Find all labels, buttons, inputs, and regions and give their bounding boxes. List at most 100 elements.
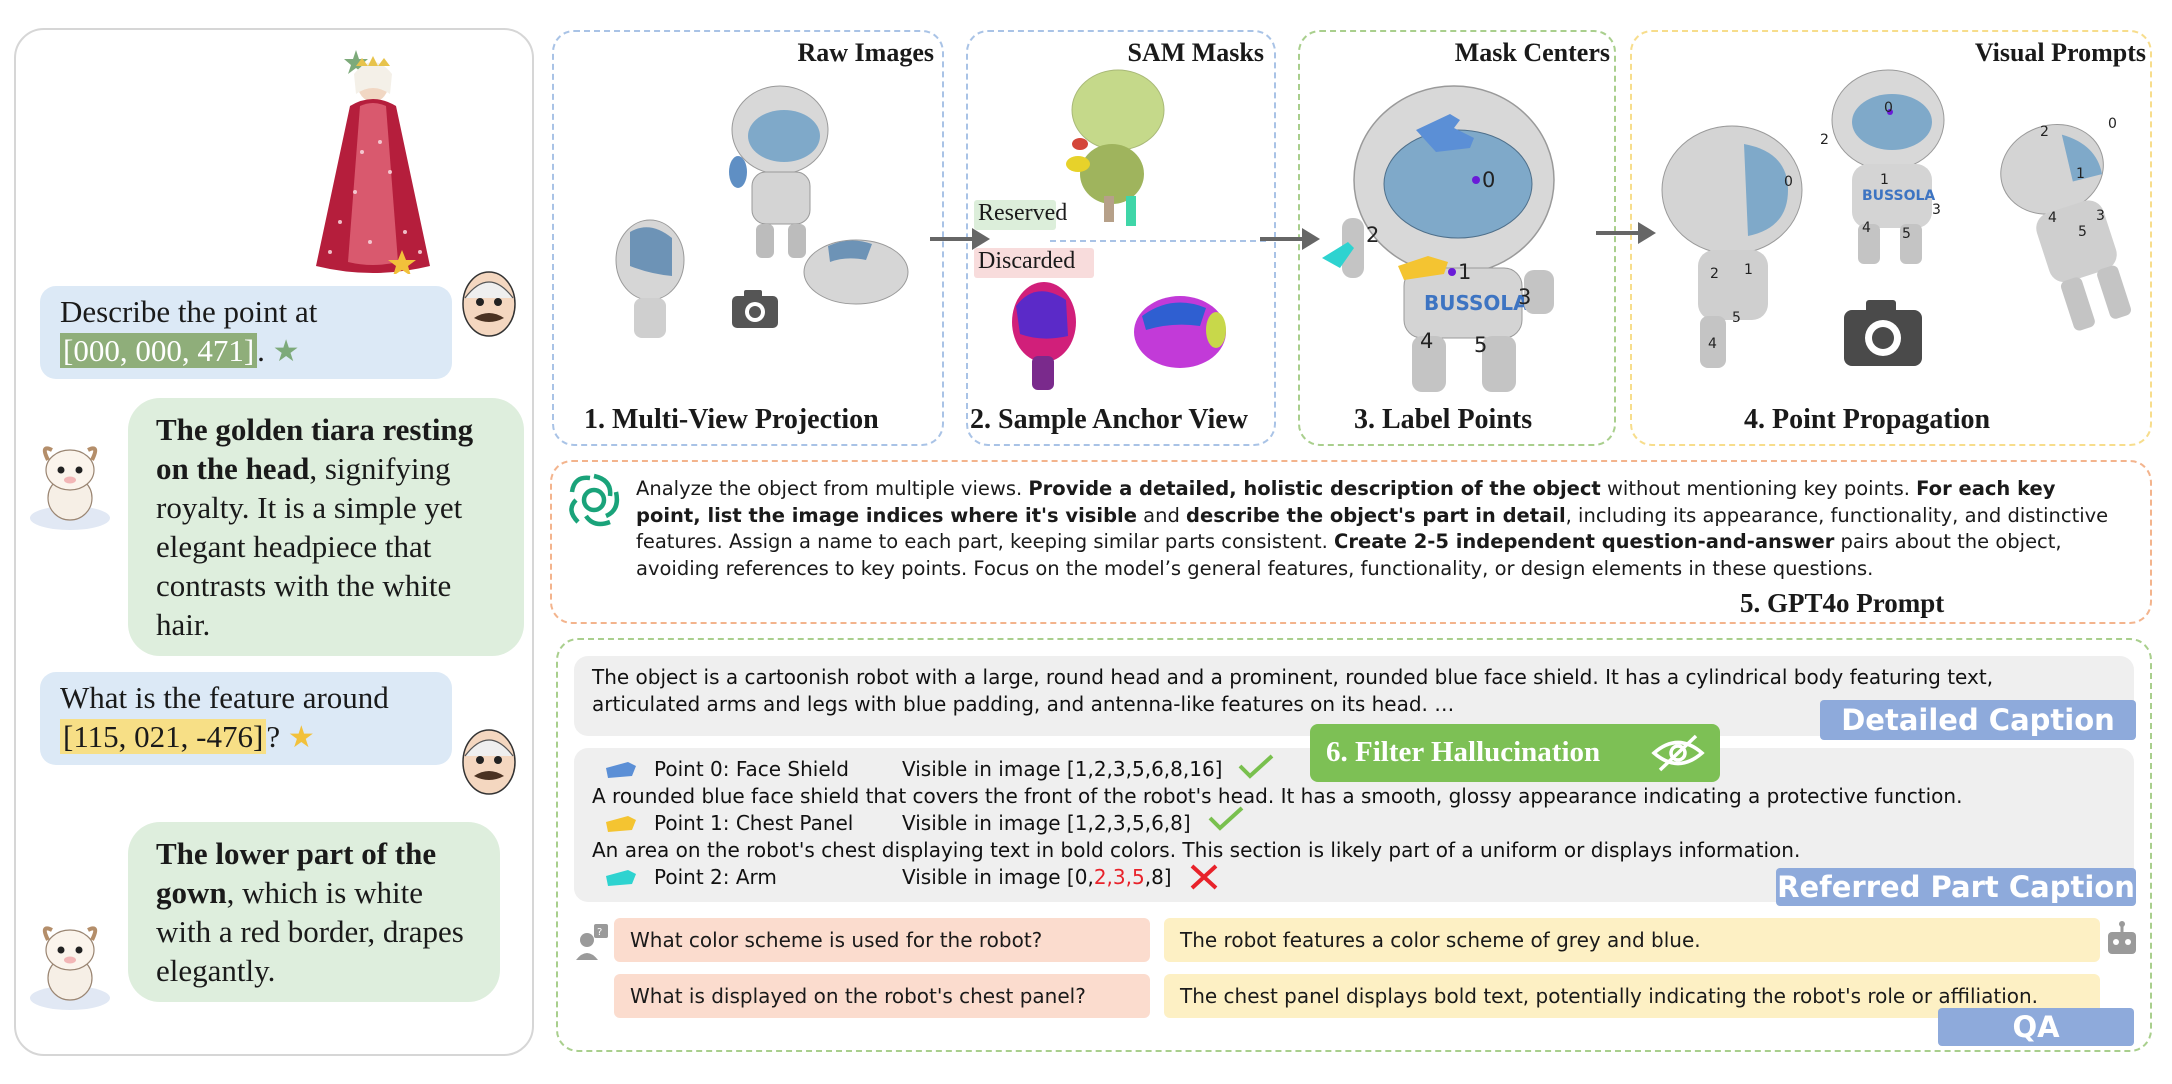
stage-label: 2. Sample Anchor View [970, 404, 1248, 435]
yellow-pointer-hand-icon [1398, 256, 1448, 280]
filter-hallucination-label: 6. Filter Hallucination [1326, 736, 1601, 768]
reserved-tag [974, 200, 1056, 230]
gold-star-icon [388, 250, 416, 274]
question-user-icon: ? [576, 924, 608, 960]
cyan-pointer-hand-icon [606, 870, 636, 886]
camera-icon [732, 290, 778, 328]
goat-avatar-icon [30, 446, 110, 530]
question-text: Describe the point at [60, 294, 318, 329]
qa-tag: QA [1938, 1008, 2134, 1046]
svg-text:4: 4 [2048, 210, 2057, 226]
svg-text:1: 1 [1880, 172, 1889, 188]
part-name: Point 2: Arm [654, 865, 777, 889]
stage-label: 5. GPT4o Prompt [1740, 588, 1945, 618]
svg-text:0: 0 [1482, 168, 1495, 192]
output-box [556, 638, 2152, 1052]
part-description: A rounded blue face shield that covers t… [592, 784, 1963, 808]
svg-text:4: 4 [1862, 220, 1871, 236]
gold-star-icon: ★ [287, 721, 315, 754]
camera-icon [1844, 300, 1922, 366]
arrow-right-icon [930, 228, 990, 250]
stage-label: 4. Point Propagation [1744, 404, 1991, 435]
part-visibility: Visible in image [1,2,3,5,6,8,16] [902, 757, 1223, 781]
svg-text:1: 1 [2076, 166, 2085, 182]
detailed-caption-tag: Detailed Caption [1820, 700, 2136, 740]
propagated-points-image: 0 2 1 4 5 BUSSOLA 0 2 1 3 4 5 0 2 1 3 4 … [1661, 69, 2131, 368]
svg-text:5: 5 [1902, 226, 1911, 242]
svg-text:2: 2 [2040, 124, 2049, 140]
svg-text:4: 4 [1708, 336, 1717, 352]
stage-title: Raw Images [797, 38, 935, 67]
part-visibility: Visible in image [1,2,3,5,6,8] [902, 811, 1191, 835]
svg-text:BUSSOLA: BUSSOLA [1862, 188, 1935, 204]
chat-panel [14, 28, 534, 1056]
svg-text:2: 2 [1710, 266, 1719, 282]
qa-answer: The robot features a color scheme of gre… [1164, 918, 2100, 962]
question-bubble-2: What is the feature around [115, 021, -4… [40, 672, 452, 765]
part-caption-tag: Referred Part Caption [1776, 868, 2136, 906]
svg-text:5: 5 [1474, 333, 1487, 357]
green-star-icon: ★ [272, 335, 300, 368]
check-icon [1238, 754, 1274, 779]
answer-bubble-1: The golden tiara resting on the head, si… [128, 398, 524, 656]
svg-text:4: 4 [1420, 329, 1433, 353]
user-avatar-icon [462, 729, 516, 795]
part-visibility: Visible in image [0,2,3,5,8] [902, 865, 1172, 889]
point-coordinate: [115, 021, -476] [60, 719, 267, 754]
gpt4o-prompt-text: Analyze the object from multiple views. … [636, 477, 2109, 580]
stage-label: 3. Label Points [1354, 404, 1533, 435]
gpt4o-prompt-box [550, 460, 2152, 624]
check-icon [1208, 806, 1244, 831]
user-avatar-icon [462, 271, 516, 337]
answer-bubble-2: The lower part of the gown, which is whi… [128, 822, 500, 1002]
part-name: Point 1: Chest Panel [654, 811, 854, 835]
stage-title: Visual Prompts [1974, 38, 2146, 67]
labeled-points-image: BUSSOLA 0 1 2 3 4 5 [1322, 85, 1555, 392]
eye-slash-icon [1651, 734, 1705, 772]
svg-text:0: 0 [2108, 116, 2117, 132]
discarded-label: Discarded [978, 248, 1076, 274]
stage-title: Mask Centers [1454, 38, 1610, 67]
svg-text:5: 5 [2078, 224, 2087, 240]
svg-text:3: 3 [1932, 202, 1941, 218]
part-description: An area on the robot's chest displaying … [592, 838, 1801, 862]
discarded-tag [974, 248, 1094, 278]
cross-icon [1190, 864, 1218, 890]
stage-title: SAM Masks [1127, 38, 1264, 67]
discarded-masks-image [1012, 282, 1226, 390]
qa-question: What is displayed on the robot's chest p… [614, 974, 1150, 1018]
svg-text:3: 3 [1518, 285, 1531, 309]
goat-avatar-icon [30, 926, 110, 1010]
stage-label: 1. Multi-View Projection [584, 404, 879, 435]
reserved-label: Reserved [978, 200, 1068, 226]
svg-text:?: ? [597, 927, 602, 938]
detailed-caption-text: The object is a cartoonish robot with a … [592, 665, 1994, 716]
svg-text:5: 5 [1732, 310, 1741, 326]
reserved-mask-image [1066, 69, 1165, 226]
question-bubble-1: Describe the point at [000, 000, 471]. ★ [40, 286, 452, 379]
question-text: What is the feature around [60, 680, 389, 715]
openai-logo-icon [569, 473, 620, 527]
arrow-right-icon [1596, 222, 1656, 244]
svg-text:3: 3 [2096, 208, 2105, 224]
blue-pointer-hand-icon [606, 762, 636, 778]
svg-text:0: 0 [1784, 174, 1793, 190]
raw-views-image [615, 85, 909, 338]
svg-text:1: 1 [1458, 260, 1471, 284]
cyan-pointer-hand-icon [1322, 242, 1354, 268]
svg-text:BUSSOLA: BUSSOLA [1424, 291, 1529, 315]
stage-visual-prompts [1630, 30, 2152, 446]
robot-icon [2108, 921, 2136, 954]
part-name: Point 0: Face Shield [654, 757, 849, 781]
blue-pointer-hand-icon [1416, 114, 1474, 152]
yellow-pointer-hand-icon [606, 816, 636, 832]
point-coordinate: [000, 000, 471] [60, 333, 258, 368]
queen-figure-image [316, 50, 430, 274]
svg-text:2: 2 [1366, 223, 1379, 247]
svg-text:0: 0 [1884, 100, 1893, 116]
arrow-right-icon [1260, 228, 1320, 250]
reserved-divider [1050, 240, 1270, 242]
qa-question: What color scheme is used for the robot? [614, 918, 1150, 962]
svg-text:2: 2 [1820, 132, 1829, 148]
svg-text:1: 1 [1744, 262, 1753, 278]
